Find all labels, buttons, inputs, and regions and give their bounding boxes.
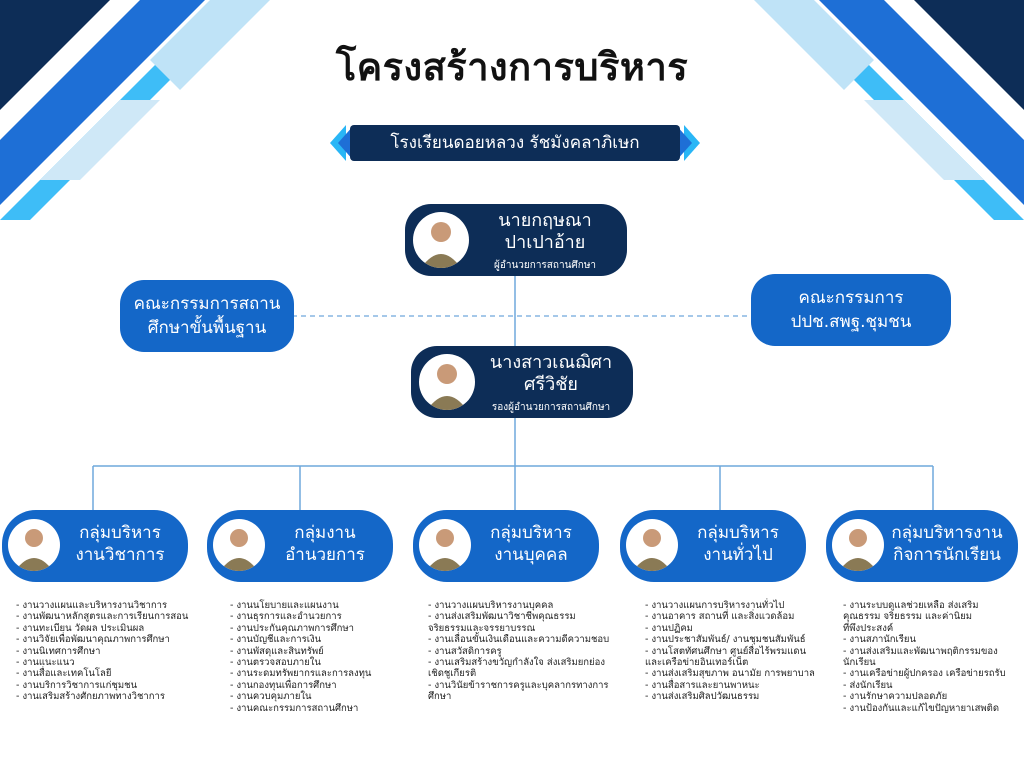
anti-corruption-board-label: คณะกรรมการ ปปช.สพฐ.ชุมชน — [790, 288, 912, 332]
deputy-role: รองผู้อำนวยการสถานศึกษา — [491, 402, 611, 413]
duty-item: - งานเลื่อนขั้นเงินเดือนและความดีความชอบ — [428, 634, 610, 646]
duty-item: - งานระดมทรัพยากรและการลงทุน — [230, 668, 372, 680]
duty-item: - งานพัฒนาหลักสูตรและการเรียนการสอน — [16, 611, 189, 623]
duty-item: - งานกองทุนเพื่อการศึกษา — [230, 679, 337, 691]
duty-item: - งานป้องกันและแก้ไขปัญหายาเสพติด — [843, 702, 999, 714]
duties-student-affairs: - งานระบบดูแลช่วยเหลือ ส่งเสริม คุณธรรม … — [843, 600, 1006, 714]
duty-item: คุณธรรม จริยธรรม และค่านิยม — [843, 611, 973, 623]
duty-item: - งานประชาสัมพันธ์/ งานชุมชนสัมพันธ์ — [645, 634, 806, 646]
duty-item: - งานวางแผนและบริหารงานวิชาการ — [16, 600, 168, 611]
group-card-general: กลุ่มบริหาร งานทั่วไป — [620, 510, 806, 582]
duty-item: นักเรียน — [843, 657, 876, 669]
duty-item: - งานทะเบียน วัดผล ประเมินผล — [16, 622, 145, 634]
director-photo — [413, 212, 469, 268]
basic-education-board: คณะกรรมการสถาน ศึกษาขั้นพื้นฐาน — [120, 280, 294, 352]
duty-item: - งานวางแผนบริหารงานบุคคล — [428, 600, 554, 611]
duty-item: - งานประกันคุณภาพการศึกษา — [230, 622, 354, 634]
group-card-personnel: กลุ่มบริหาร งานบุคคล — [413, 510, 599, 582]
banner-chevron-right-inner — [676, 125, 692, 161]
group-title: กลุ่มบริหาร งานวิชาการ — [75, 523, 165, 565]
duty-item: - งานวางแผนการบริหารงานทั่วไป — [645, 600, 785, 611]
school-name-banner: โรงเรียนดอยหลวง รัชมังคลาภิเษก — [330, 125, 700, 161]
duty-item: - งานควบคุมภายใน — [230, 691, 312, 703]
group-title: กลุ่มบริหาร งานบุคคล — [490, 523, 572, 565]
duty-item: เชิดชูเกียรติ — [428, 668, 477, 680]
anti-corruption-board: คณะกรรมการ ปปช.สพฐ.ชุมชน — [751, 274, 951, 346]
duty-item: - งานรักษาความปลอดภัย — [843, 691, 948, 703]
duty-item: - งานคณะกรรมการสถานศึกษา — [230, 702, 359, 714]
duty-item: - งานตรวจสอบภายใน — [230, 657, 321, 669]
group-card-administration: กลุ่มงาน อำนวยการ — [207, 510, 393, 582]
deputy-name: นางสาวเณฌิศา ศรีวิชัย — [489, 352, 613, 395]
duties-academic: - งานวางแผนและบริหารงานวิชาการ- งานพัฒนา… — [16, 600, 188, 703]
duties-general: - งานวางแผนการบริหารงานทั่วไป- งานอาคาร … — [645, 600, 815, 703]
duty-item: - งานโสตทัศนศึกษา ศูนย์สื่อไร้พรมแดน — [645, 645, 807, 657]
duty-item: - งานสื่อและเทคโนโลยี — [16, 668, 112, 680]
group-photo — [213, 519, 265, 571]
group-card-student-affairs: กลุ่มบริหารงาน กิจการนักเรียน — [826, 510, 1018, 582]
duty-item: - งานสื่อสารและยานพาหนะ — [645, 679, 760, 691]
duty-item: - งานส่งเสริมศิลปวัฒนธรรม — [645, 691, 760, 703]
group-photo — [626, 519, 678, 571]
duty-item: ศึกษา — [428, 691, 452, 703]
duty-item: - งานส่งเสริมและพัฒนาพฤติกรรมของ — [843, 645, 998, 657]
duty-item: - งานเสริมสร้างขวัญกำลังใจ ส่งเสริมยกย่อ… — [428, 657, 605, 669]
duty-item: - งานแนะแนว — [16, 657, 75, 669]
duty-item: และเครือข่ายอินเทอร์เน็ต — [645, 657, 749, 669]
duty-item: - งานพัสดุและสินทรัพย์ — [230, 645, 324, 657]
director-name: นายกฤษณา ปาเปาอ้าย — [498, 210, 592, 253]
group-photo — [832, 519, 884, 571]
group-title: กลุ่มงาน อำนวยการ — [285, 523, 365, 565]
duty-item: - งานส่งเสริมพัฒนาวิชาชีพคุณธรรม — [428, 611, 576, 623]
duty-item: - งานระบบดูแลช่วยเหลือ ส่งเสริม — [843, 600, 979, 611]
director-role: ผู้อำนวยการสถานศึกษา — [493, 260, 597, 271]
duty-item: - งานนิเทศการศึกษา — [16, 645, 101, 657]
deputy-card: นางสาวเณฌิศา ศรีวิชัย รองผู้อำนวยการสถาน… — [411, 346, 633, 418]
duty-item: - งานวินัยข้าราชการครูและบุคลากรทางการ — [428, 679, 609, 691]
duty-item: - งานวิจัยเพื่อพัฒนาคุณภาพการศึกษา — [16, 634, 170, 646]
school-name: โรงเรียนดอยหลวง รัชมังคลาภิเษก — [350, 125, 680, 161]
duties-administration: - งานนโยบายและแผนงาน- งานธุรการและอำนวยก… — [230, 600, 371, 714]
duty-item: - งานธุรการและอำนวยการ — [230, 611, 342, 623]
duty-item: - งานปฏิคม — [645, 622, 693, 634]
duty-item: - งานบัญชีและการเงิน — [230, 634, 322, 646]
group-title: กลุ่มบริหารงาน กิจการนักเรียน — [891, 523, 1003, 565]
duty-item: - งานเครือข่ายผู้ปกครอง เครือข่ายรถรับ — [843, 668, 1006, 680]
duty-item: จริยธรรมและจรรยาบรรณ — [428, 622, 536, 634]
duty-item: ที่พึงประสงค์ — [843, 622, 894, 634]
basic-education-board-label: คณะกรรมการสถาน ศึกษาขั้นพื้นฐาน — [133, 294, 281, 338]
duty-item: - งานเสริมสร้างศักยภาพทางวิชาการ — [16, 691, 165, 703]
duties-personnel: - งานวางแผนบริหารงานบุคคล- งานส่งเสริมพั… — [428, 600, 609, 703]
duty-item: - งานส่งเสริมสุขภาพ อนามัย การพยาบาล — [645, 668, 815, 680]
director-card: นายกฤษณา ปาเปาอ้าย ผู้อำนวยการสถานศึกษา — [405, 204, 627, 276]
duty-item: - ส่งนักเรียน — [843, 679, 893, 691]
duty-item: - งานสวัสดิการครู — [428, 645, 502, 657]
group-title: กลุ่มบริหาร งานทั่วไป — [697, 523, 779, 565]
duty-item: - งานบริการวิชาการแก่ชุมชน — [16, 679, 138, 691]
group-photo — [419, 519, 471, 571]
duty-item: - งานสภานักเรียน — [843, 634, 916, 646]
group-photo — [8, 519, 60, 571]
duty-item: - งานอาคาร สถานที่ และสิ่งแวดล้อม — [645, 611, 795, 623]
group-card-academic: กลุ่มบริหาร งานวิชาการ — [2, 510, 188, 582]
deputy-photo — [419, 354, 475, 410]
duty-item: - งานนโยบายและแผนงาน — [230, 600, 339, 611]
page-title: โครงสร้างการบริหาร — [335, 45, 689, 89]
